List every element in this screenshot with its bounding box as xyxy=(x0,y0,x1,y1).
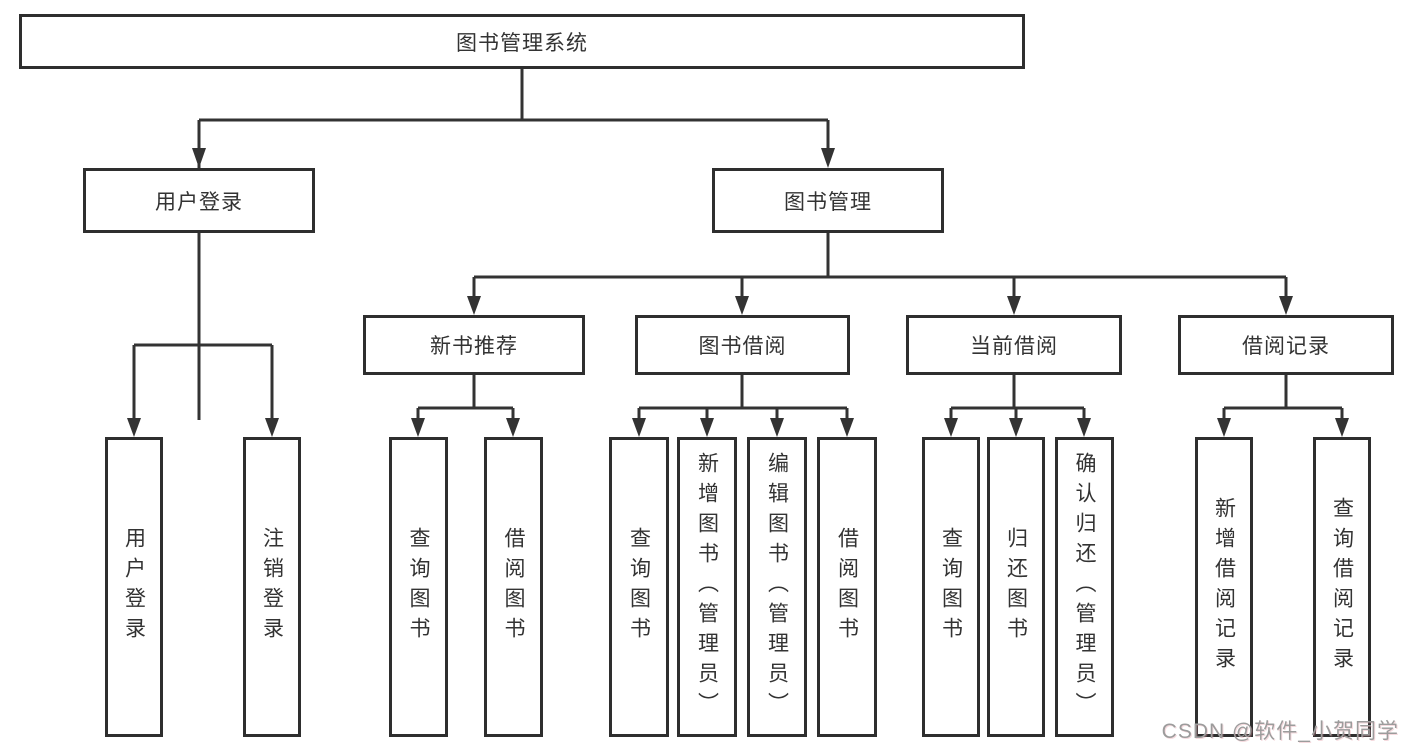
leaf-label: 新增图书（管理员） xyxy=(695,452,719,722)
leaf-label: 新增借阅记录 xyxy=(1212,497,1236,677)
node-root: 图书管理系统 xyxy=(19,14,1025,69)
csdn-watermark: CSDN @软件_小贺同学 xyxy=(1161,720,1399,743)
leaf-query-books-borrow: 查询图书 xyxy=(609,437,669,737)
leaf-label: 查询图书 xyxy=(627,527,651,647)
leaf-query-borrow-record: 查询借阅记录 xyxy=(1313,437,1371,737)
leaf-borrow-books: 借阅图书 xyxy=(817,437,877,737)
leaf-logout: 注销登录 xyxy=(243,437,301,737)
leaf-borrow-books-recommend: 借阅图书 xyxy=(484,437,543,737)
leaf-label: 查询图书 xyxy=(407,527,430,647)
leaf-label: 注销登录 xyxy=(260,527,284,647)
leaf-add-borrow-record: 新增借阅记录 xyxy=(1195,437,1253,737)
node-new-book-recommend: 新书推荐 xyxy=(363,315,585,375)
leaf-label: 借阅图书 xyxy=(502,527,525,647)
leaf-user-login: 用户登录 xyxy=(105,437,163,737)
leaf-label: 归还图书 xyxy=(1004,527,1028,647)
leaf-query-books-current: 查询图书 xyxy=(922,437,980,737)
leaf-label: 查询图书 xyxy=(939,527,963,647)
leaf-edit-books-admin: 编辑图书（管理员） xyxy=(747,437,807,737)
leaf-confirm-return-admin: 确认归还（管理员） xyxy=(1055,437,1114,737)
leaf-label: 编辑图书（管理员） xyxy=(765,452,789,722)
leaf-label: 用户登录 xyxy=(122,527,146,647)
leaf-return-books: 归还图书 xyxy=(987,437,1045,737)
node-borrow-records: 借阅记录 xyxy=(1178,315,1394,375)
node-book-borrow: 图书借阅 xyxy=(635,315,850,375)
node-current-borrow: 当前借阅 xyxy=(906,315,1122,375)
leaf-add-books-admin: 新增图书（管理员） xyxy=(677,437,737,737)
node-book-management: 图书管理 xyxy=(712,168,944,233)
leaf-query-books-recommend: 查询图书 xyxy=(389,437,448,737)
leaf-label: 查询借阅记录 xyxy=(1330,497,1354,677)
leaf-label: 借阅图书 xyxy=(835,527,859,647)
leaf-label: 确认归还（管理员） xyxy=(1073,452,1096,722)
node-user-login-group: 用户登录 xyxy=(83,168,315,233)
